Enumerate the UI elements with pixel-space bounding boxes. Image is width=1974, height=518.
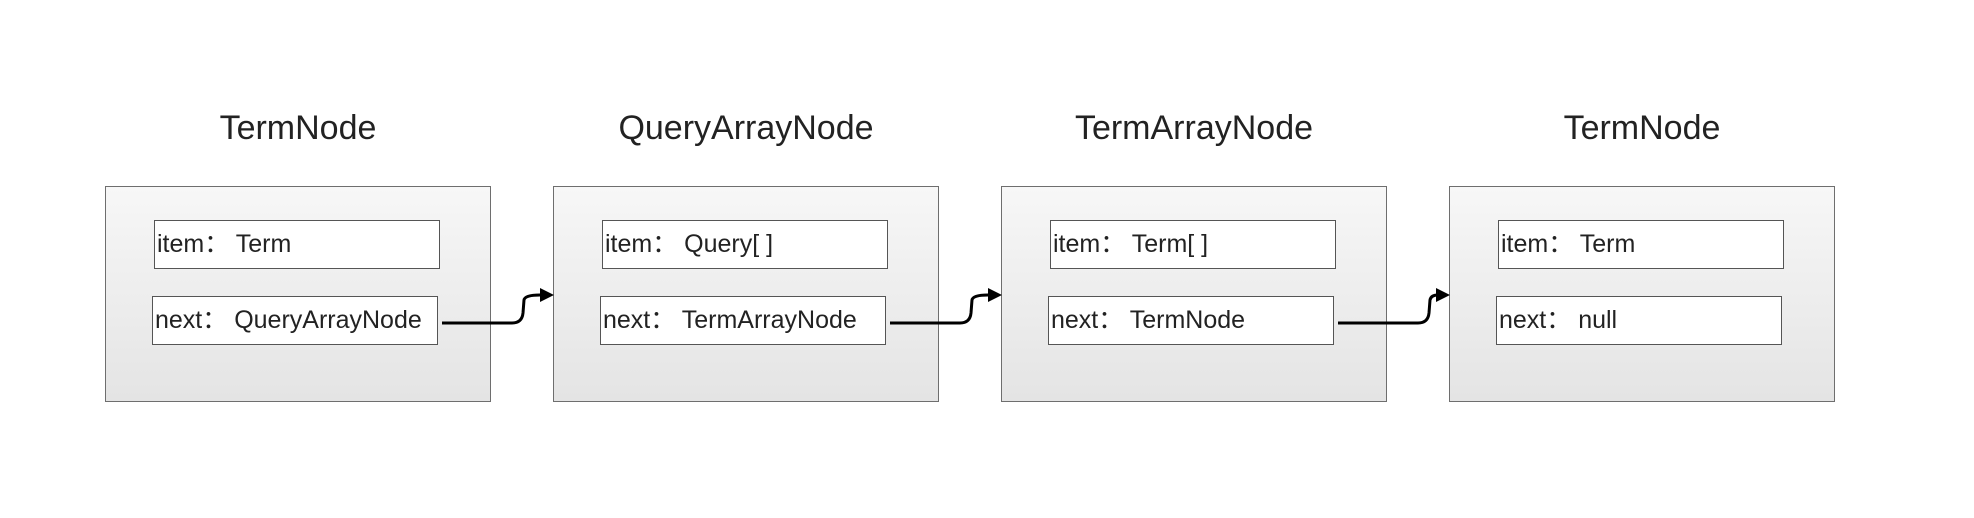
next-field: next： TermNode [1048, 296, 1334, 345]
next-field: next： QueryArrayNode [152, 296, 438, 345]
arrow-connector-3 [1338, 288, 1450, 325]
node-title: TermNode [219, 109, 377, 147]
item-field: item： Term[ ] [1050, 220, 1336, 269]
item-field: item： Term [154, 220, 440, 269]
node-box: item： Term next： null [1449, 186, 1835, 402]
arrow-connector-2 [890, 288, 1002, 325]
node-term-1: TermNode item： Term next： QueryArrayNode [105, 109, 491, 402]
node-box: item： Query[ ] next： TermArrayNode [553, 186, 939, 402]
node-box: item： Term next： QueryArrayNode [105, 186, 491, 402]
node-box: item： Term[ ] next： TermNode [1001, 186, 1387, 402]
item-field: item： Query[ ] [602, 220, 888, 269]
node-term-2: TermNode item： Term next： null [1449, 109, 1835, 402]
node-title: TermArrayNode [1074, 109, 1314, 147]
arrow-connector-1 [442, 288, 554, 325]
node-title: QueryArrayNode [618, 109, 874, 147]
node-title: TermNode [1563, 109, 1721, 147]
node-query-array: QueryArrayNode item： Query[ ] next： Term… [553, 109, 939, 402]
next-field: next： TermArrayNode [600, 296, 886, 345]
item-field: item： Term [1498, 220, 1784, 269]
node-term-array: TermArrayNode item： Term[ ] next： TermNo… [1001, 109, 1387, 402]
next-field: next： null [1496, 296, 1782, 345]
